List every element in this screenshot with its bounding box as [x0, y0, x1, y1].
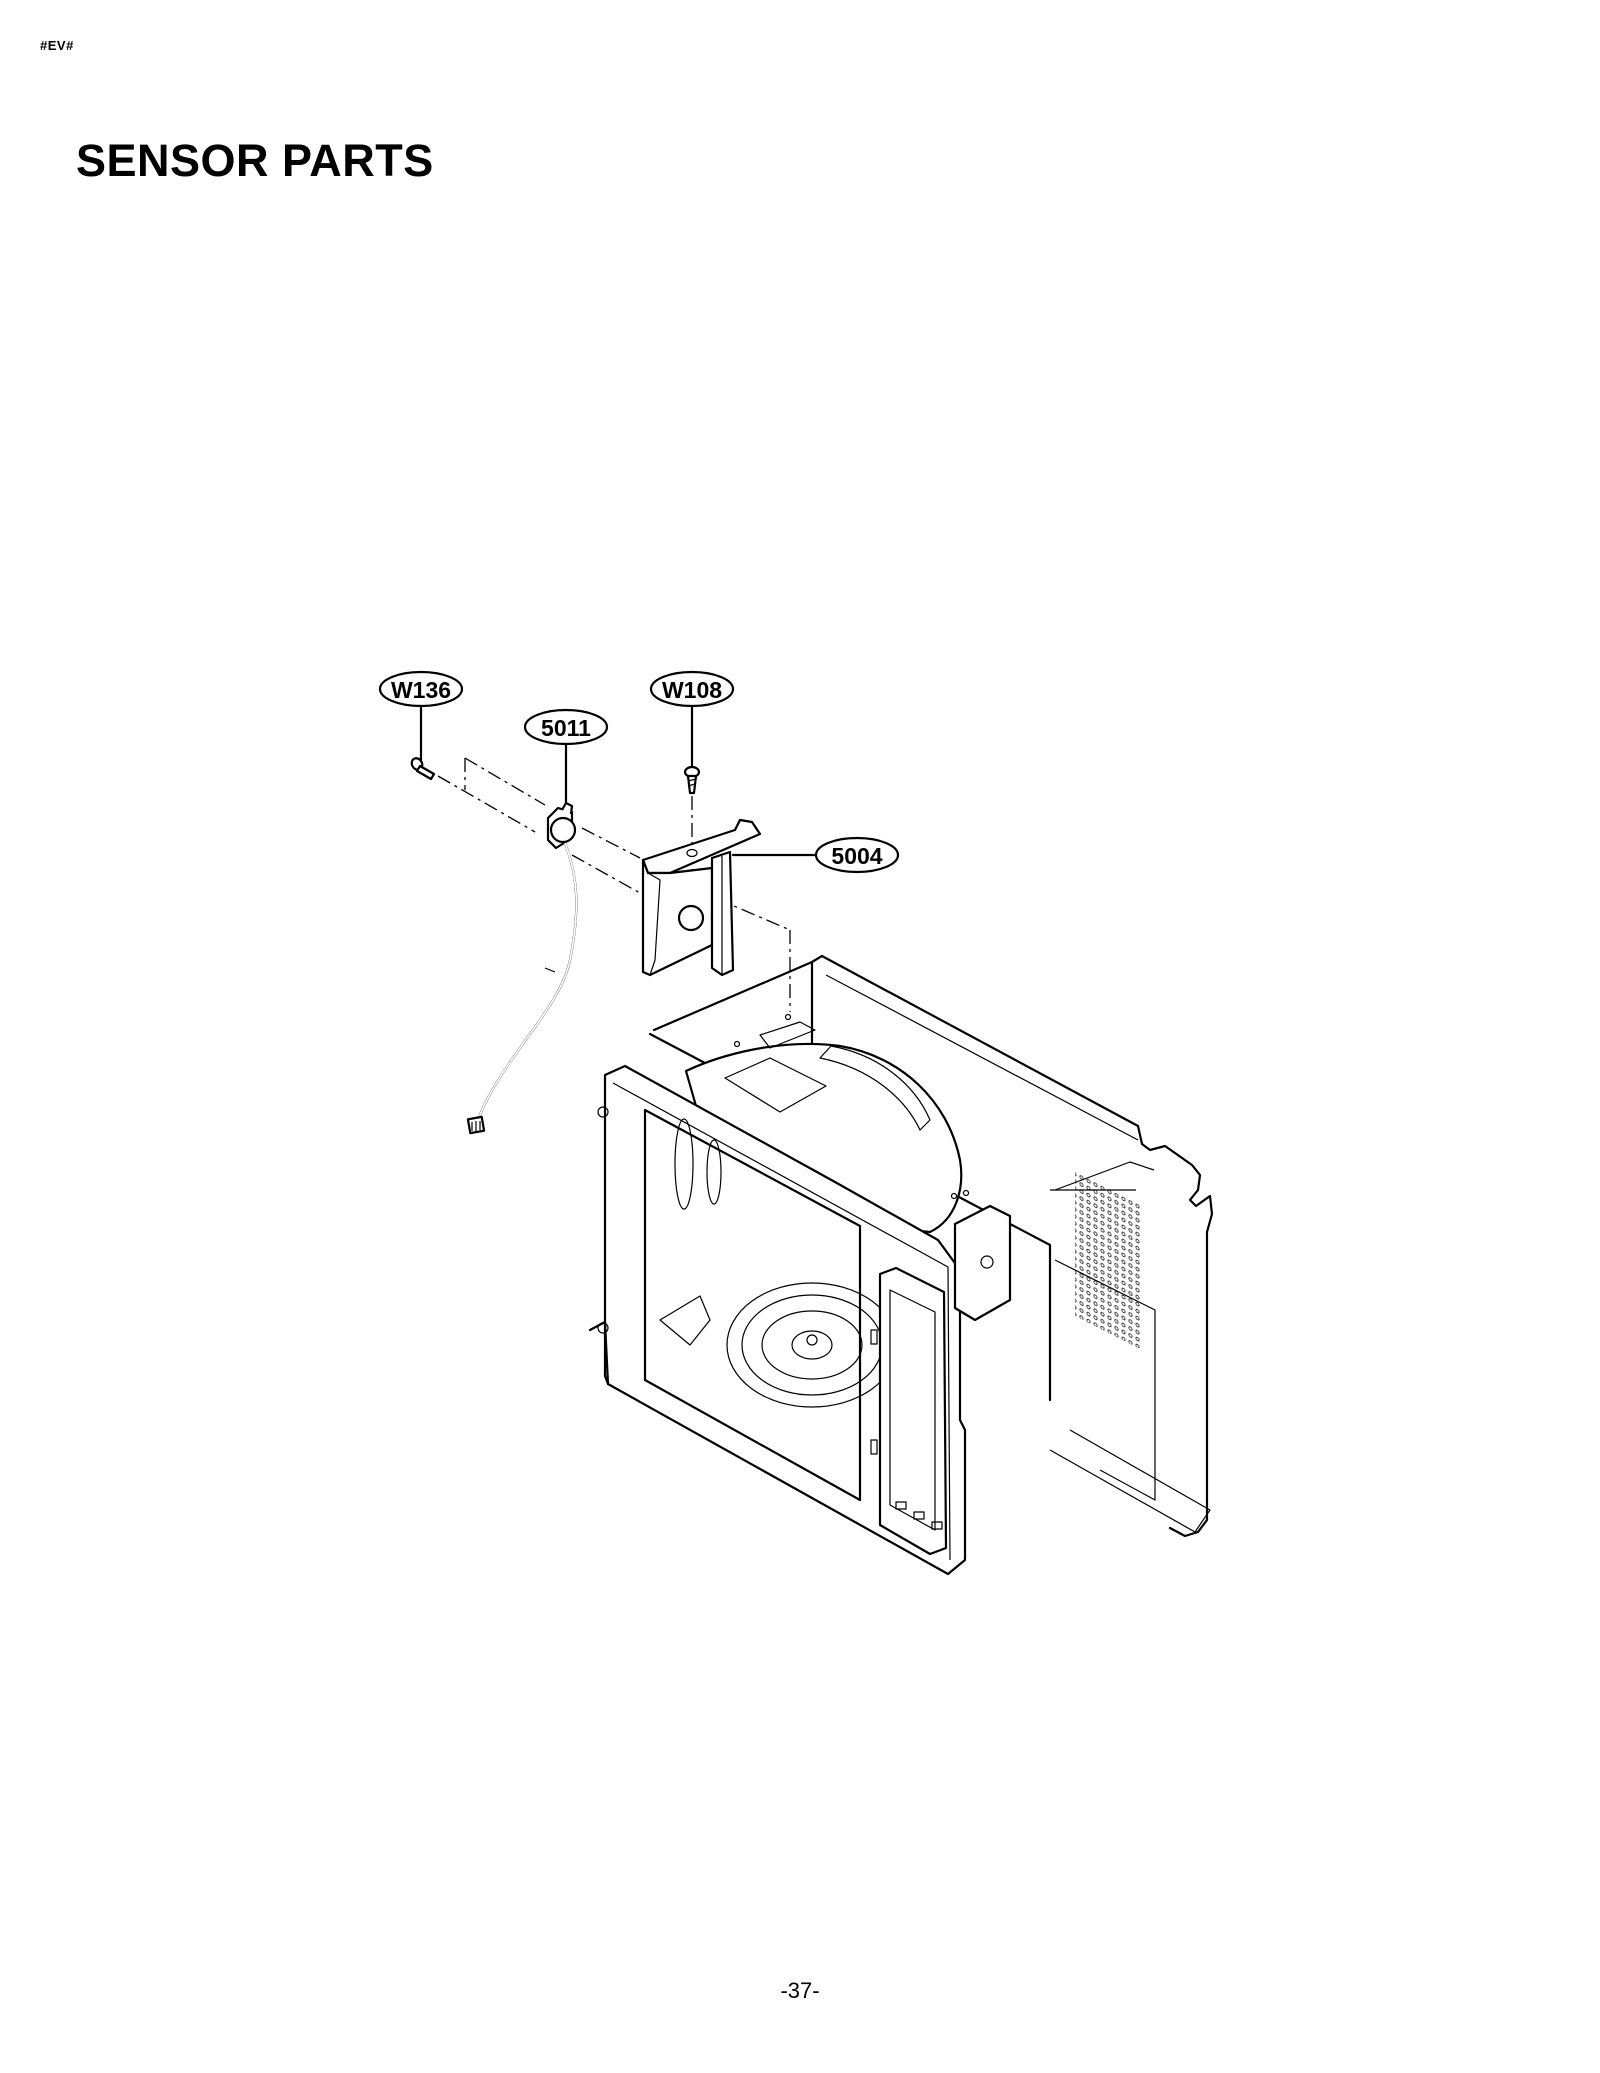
- callout-label-w136: W136: [391, 677, 451, 703]
- oven-chassis: [588, 954, 1214, 1576]
- page-number: -37-: [780, 1978, 820, 2003]
- screw-w136-icon: [410, 757, 436, 781]
- callout-5004: 5004: [731, 836, 900, 874]
- callout-label-5011: 5011: [541, 715, 591, 741]
- screw-w108-icon: [683, 765, 701, 795]
- callout-label-w108: W108: [662, 677, 722, 703]
- document-code: #EV#: [40, 38, 74, 53]
- callout-5011: 5011: [523, 708, 609, 808]
- humidity-sensor-part: [466, 801, 578, 1135]
- callout-w136: W136: [378, 670, 464, 762]
- page-title: SENSOR PARTS: [76, 135, 434, 186]
- callout-label-5004: 5004: [831, 843, 882, 869]
- sensor-bracket-part: [641, 818, 762, 977]
- callout-w108: W108: [649, 670, 735, 768]
- assembly-guide-lines: [437, 757, 791, 1012]
